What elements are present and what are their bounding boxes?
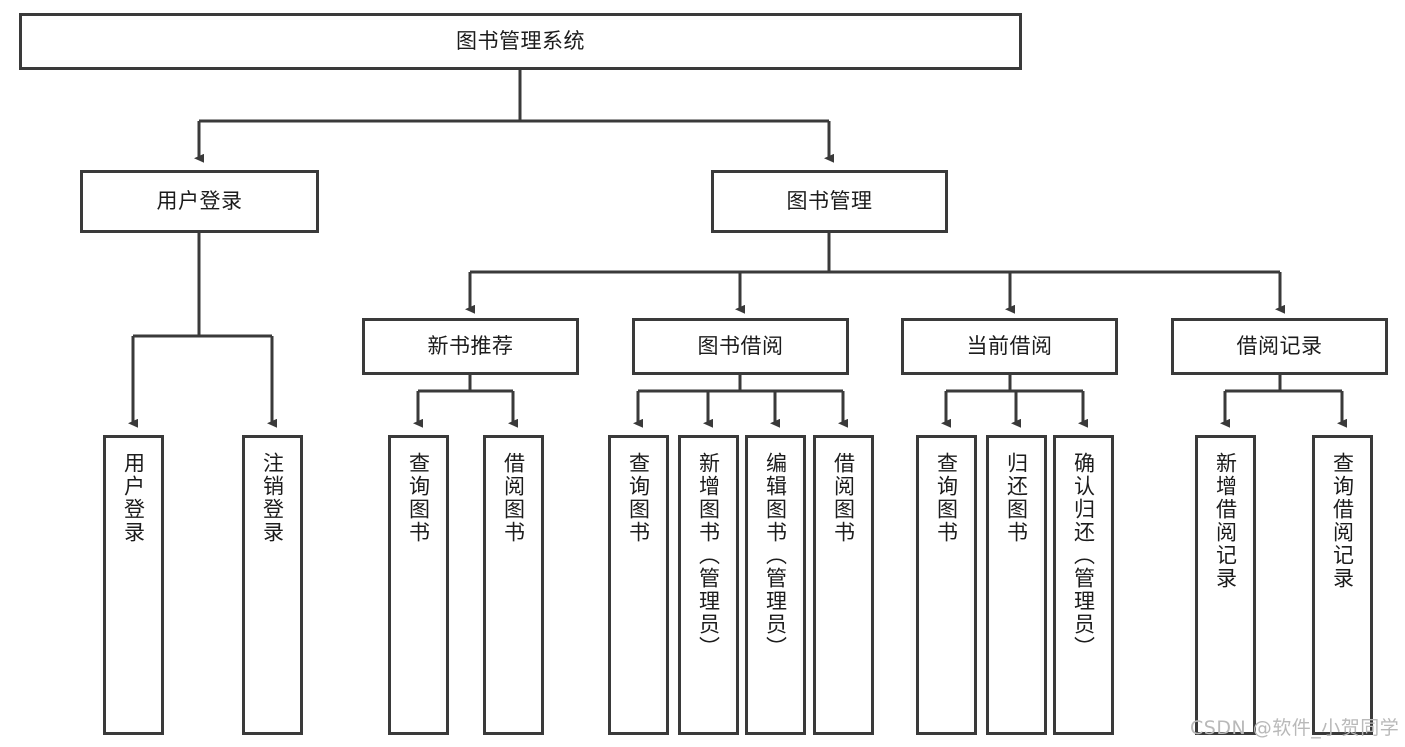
watermark: CSDN @软件_小贺同学 <box>1190 717 1400 739</box>
leaf-user-login[interactable]: 用户登录 <box>103 435 164 735</box>
leaf-query-book-3-label: 查询图书 <box>934 452 959 544</box>
node-root-label: 图书管理系统 <box>456 29 585 54</box>
node-book-management[interactable]: 图书管理 <box>711 170 948 233</box>
leaf-query-book-1-label: 查询图书 <box>406 452 431 544</box>
leaf-logout-label: 注销登录 <box>260 452 285 544</box>
leaf-borrow-book-2-label: 借阅图书 <box>831 452 856 544</box>
leaf-query-book-3[interactable]: 查询图书 <box>916 435 977 735</box>
node-book-management-label: 图书管理 <box>786 189 873 214</box>
leaf-confirm-return-label: 确认归还（管理员） <box>1071 452 1096 659</box>
node-user-login-label: 用户登录 <box>156 189 243 214</box>
leaf-user-login-label: 用户登录 <box>121 452 146 544</box>
leaf-query-book-2-label: 查询图书 <box>626 452 651 544</box>
leaf-borrow-book-1-label: 借阅图书 <box>501 452 526 544</box>
leaf-confirm-return[interactable]: 确认归还（管理员） <box>1053 435 1114 735</box>
node-current-borrow[interactable]: 当前借阅 <box>901 318 1118 375</box>
leaf-return-book-label: 归还图书 <box>1004 452 1029 544</box>
leaf-return-book[interactable]: 归还图书 <box>986 435 1047 735</box>
leaf-query-record[interactable]: 查询借阅记录 <box>1312 435 1373 735</box>
leaf-logout[interactable]: 注销登录 <box>242 435 303 735</box>
leaf-add-record-label: 新增借阅记录 <box>1213 452 1238 590</box>
leaf-query-book-2[interactable]: 查询图书 <box>608 435 669 735</box>
node-new-book-recommend-label: 新书推荐 <box>427 334 514 359</box>
node-borrow-record-label: 借阅记录 <box>1236 334 1323 359</box>
node-root[interactable]: 图书管理系统 <box>19 13 1022 70</box>
leaf-query-record-label: 查询借阅记录 <box>1330 452 1355 590</box>
node-new-book-recommend[interactable]: 新书推荐 <box>362 318 579 375</box>
leaf-add-book-label: 新增图书（管理员） <box>696 452 721 659</box>
node-current-borrow-label: 当前借阅 <box>966 334 1053 359</box>
node-borrow-record[interactable]: 借阅记录 <box>1171 318 1388 375</box>
leaf-edit-book[interactable]: 编辑图书（管理员） <box>745 435 806 735</box>
leaf-add-book[interactable]: 新增图书（管理员） <box>678 435 739 735</box>
node-book-borrow[interactable]: 图书借阅 <box>632 318 849 375</box>
leaf-borrow-book-2[interactable]: 借阅图书 <box>813 435 874 735</box>
node-user-login[interactable]: 用户登录 <box>80 170 319 233</box>
leaf-borrow-book-1[interactable]: 借阅图书 <box>483 435 544 735</box>
leaf-edit-book-label: 编辑图书（管理员） <box>763 452 788 659</box>
node-book-borrow-label: 图书借阅 <box>697 334 784 359</box>
leaf-add-record[interactable]: 新增借阅记录 <box>1195 435 1256 735</box>
leaf-query-book-1[interactable]: 查询图书 <box>388 435 449 735</box>
